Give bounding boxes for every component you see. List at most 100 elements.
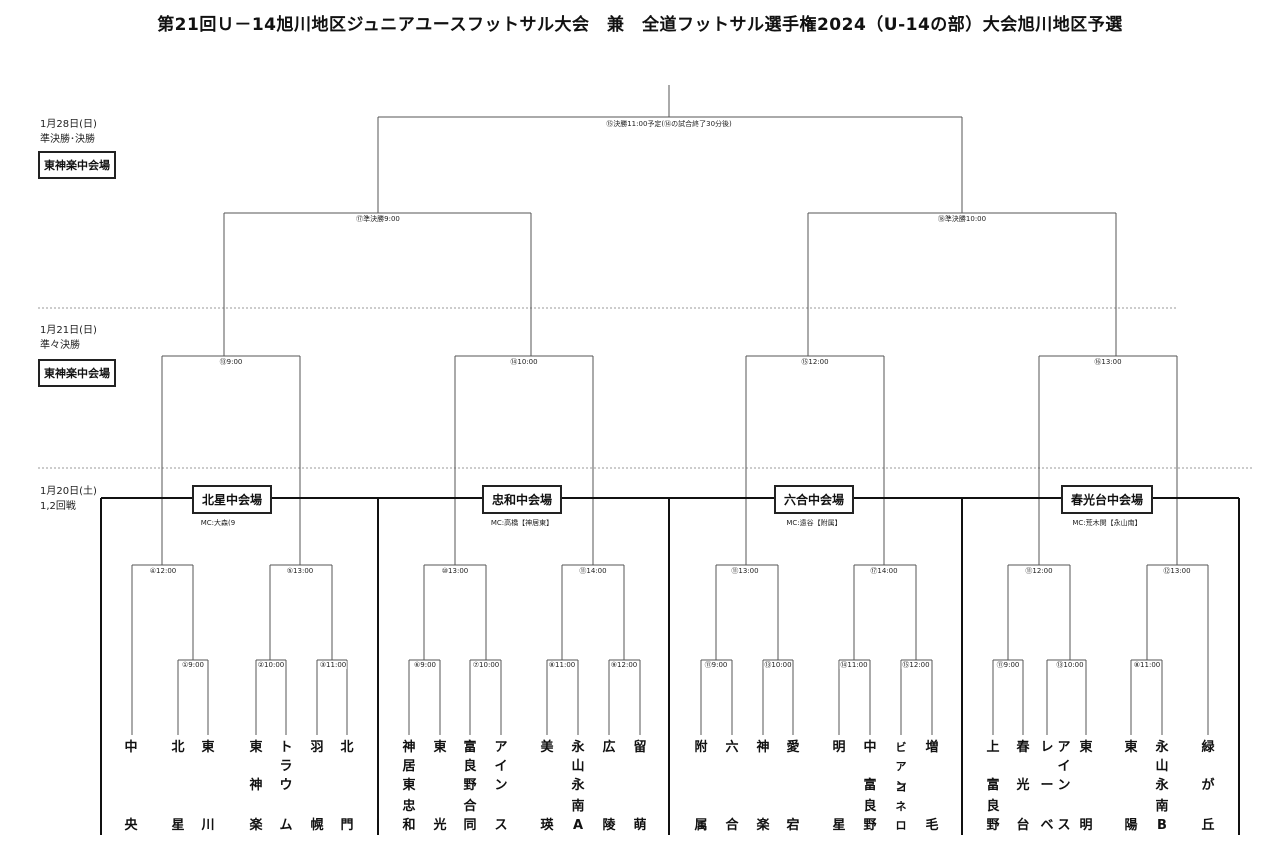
mc-hokusei: MC:大森(9 <box>200 519 236 527</box>
team: 愛 <box>782 738 804 757</box>
team: 東 <box>429 738 451 757</box>
match-qf4: ⑯13:00 <box>1093 358 1123 366</box>
team: 広 <box>598 738 620 757</box>
team-name-top: 明 <box>832 740 846 755</box>
match-r2-5: ⑪13:00 <box>730 567 760 575</box>
match-qf3: ⑮12:00 <box>800 358 830 366</box>
team-name-top: 東 <box>201 740 215 755</box>
team-name-bottom: ベ <box>1040 818 1054 833</box>
day-round: 準決勝･決勝 <box>40 134 95 145</box>
team-name-bottom: 星 <box>832 818 846 833</box>
team-name-bottom: 良 野 <box>986 799 1000 833</box>
team: 緑 が <box>1197 738 1219 795</box>
team: 神 <box>752 738 774 757</box>
day-label-r1: 1月20日(土) 1,2回戦 <box>40 484 97 514</box>
match-r1-3: ③11:00 <box>318 661 348 669</box>
match-r2-2: ⑤13:00 <box>285 567 315 575</box>
team-name-bottom: 毛 <box>925 818 939 833</box>
venue-hokusei: 北星中会場 <box>191 485 273 514</box>
team-name-bottom: 宕 <box>786 818 800 833</box>
match-r1-12: ⑪9:00 <box>995 661 1021 669</box>
team: 中 富 <box>859 738 881 795</box>
match-r1-1: ①9:00 <box>181 661 205 669</box>
team-name-top: 北 <box>340 740 354 755</box>
match-r2-3: ⑩13:00 <box>440 567 470 575</box>
team-name-bottom: 陽 <box>1124 818 1138 833</box>
team-name-bottom: ス <box>1057 818 1071 833</box>
match-r1-5: ⑦10:00 <box>471 661 501 669</box>
match-r1-8: ⑪9:00 <box>703 661 729 669</box>
mc-rokugo: MC:遠谷【附属】 <box>786 519 842 527</box>
match-sf2: ⑱準決勝10:00 <box>936 215 988 223</box>
team-name-top: 緑 が <box>1201 740 1215 793</box>
team-name-top: ビ ア ン <box>895 741 907 792</box>
match-r1-14: ⑧11:00 <box>1132 661 1162 669</box>
team-name-bottom: 幌 <box>310 818 324 833</box>
match-r2-4: ⑪14:00 <box>578 567 608 575</box>
team: 留 <box>629 738 651 757</box>
team: 北 <box>336 738 358 757</box>
team: 春 光 <box>1012 738 1034 795</box>
team: ア イ ン <box>490 738 512 795</box>
team-name-top: 永 山 永 <box>1155 740 1169 793</box>
venue-box-qf: 東神楽中会場 <box>38 359 116 387</box>
team: 東 <box>197 738 219 757</box>
match-qf1: ⑬9:00 <box>218 358 244 366</box>
team: 永 山 永 <box>1151 738 1173 795</box>
team: 永 山 永 <box>567 738 589 795</box>
day-round: 準々決勝 <box>40 340 80 351</box>
day-date: 1月20日(土) <box>40 486 97 497</box>
match-sf1: ⑰準決勝9:00 <box>355 215 401 223</box>
day-round: 1,2回戦 <box>40 501 76 512</box>
team-name-top: 留 <box>633 740 647 755</box>
team-name-bottom: 南 B <box>1155 799 1169 833</box>
team-name-top: 東 <box>1079 740 1093 755</box>
team-name-bottom: 光 <box>433 818 447 833</box>
match-r1-7: ⑨12:00 <box>609 661 639 669</box>
team-name-top: 東 <box>433 740 447 755</box>
team-name-bottom: 良 野 <box>863 799 877 833</box>
team-name-top: 美 <box>540 740 554 755</box>
team-name-top: 愛 <box>786 740 800 755</box>
team-name-bottom: 瑛 <box>540 818 554 833</box>
team: 北 <box>167 738 189 757</box>
team-name-top: 中 富 <box>863 740 877 793</box>
day-date: 1月28日(日) <box>40 119 97 130</box>
team: レ ー <box>1036 738 1058 795</box>
day-date: 1月21日(日) <box>40 325 97 336</box>
team-name-bottom: 丘 <box>1201 818 1215 833</box>
team-name-top: ア イ ン <box>1057 740 1071 793</box>
team-name-top: 東 神 <box>249 740 263 793</box>
team-name-bottom: 楽 <box>249 818 263 833</box>
match-final: ⑮決勝11:00予定(⑭の試合終了30分後) <box>605 120 733 128</box>
day-label-final: 1月28日(日) 準決勝･決勝 <box>40 117 97 147</box>
team-name-bottom: 属 <box>694 818 708 833</box>
team: 東 <box>1075 738 1097 757</box>
team-name-bottom: 合 <box>725 818 739 833</box>
team: 増 <box>921 738 943 757</box>
team-name-top: 増 <box>925 740 939 755</box>
team-name-top: 永 山 永 <box>571 740 585 793</box>
day-label-qf: 1月21日(日) 準々決勝 <box>40 323 97 353</box>
team-name-bottom: コ ネ ロ <box>895 781 907 832</box>
team: 六 <box>721 738 743 757</box>
page-title: 第21回Ｕ－14旭川地区ジュニアユースフットサル大会 兼 全道フットサル選手権2… <box>157 15 1123 35</box>
venue-chuwa: 忠和中会場 <box>481 485 563 514</box>
team-name-top: 広 <box>602 740 616 755</box>
team-name-top: 富 良 野 <box>463 740 477 793</box>
venue-shunkodai: 春光台中会場 <box>1060 485 1154 514</box>
team: 美 <box>536 738 558 757</box>
team-name-bottom: 川 <box>201 818 215 833</box>
team: 東 神 <box>245 738 267 795</box>
team: ア イ ン <box>1053 738 1075 795</box>
mc-chuwa: MC:高橋【神居東】 <box>490 519 554 527</box>
team-name-top: 東 <box>1124 740 1138 755</box>
match-r1-9: ⑬10:00 <box>763 661 793 669</box>
team-name-bottom: 楽 <box>756 818 770 833</box>
match-r2-7: ⑪12:00 <box>1024 567 1054 575</box>
match-r2-1: ④12:00 <box>148 567 178 575</box>
team-name-top: 中 <box>124 740 138 755</box>
team-name-bottom: 明 <box>1079 818 1093 833</box>
team-name-top: 春 光 <box>1016 740 1030 793</box>
